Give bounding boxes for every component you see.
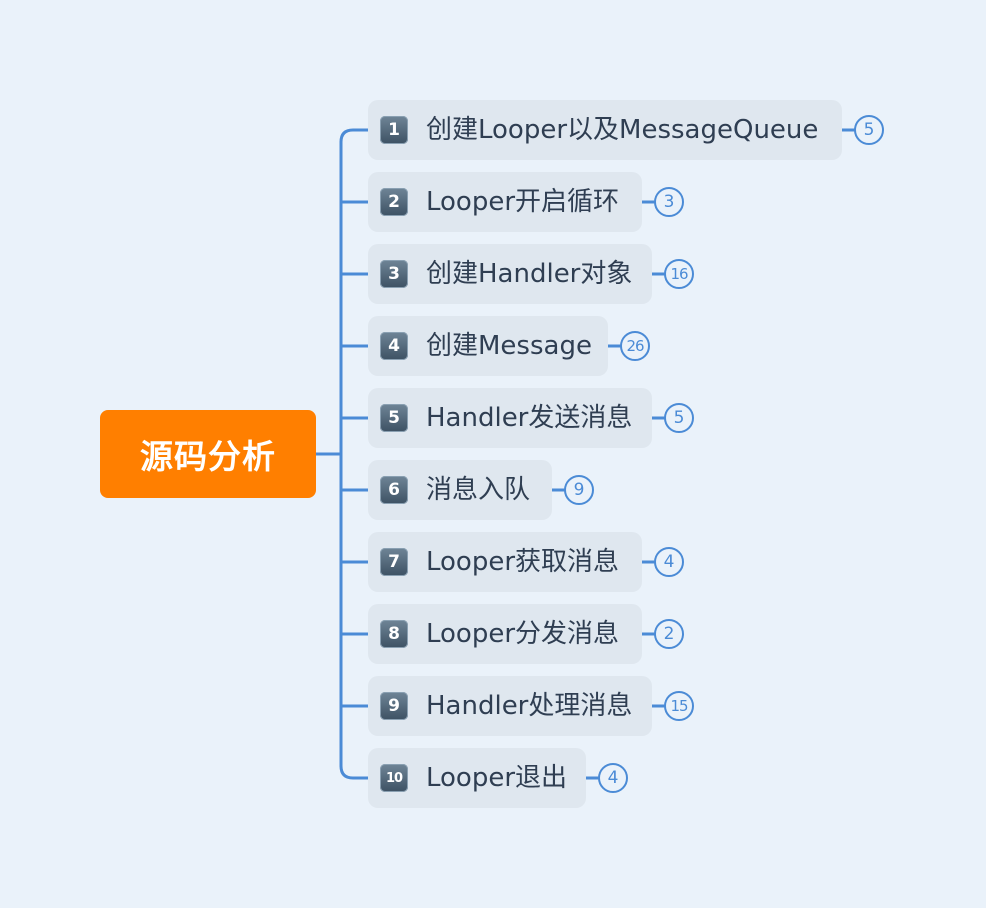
number-10-icon: 10: [380, 764, 408, 792]
child-count-badge[interactable]: 5: [854, 115, 884, 145]
number-6-icon: 6: [380, 476, 408, 504]
branch-node[interactable]: 4 创建Message: [368, 316, 608, 376]
number-7-icon: 7: [380, 548, 408, 576]
branch-label: Handler处理消息: [426, 691, 633, 721]
child-count-badge[interactable]: 4: [654, 547, 684, 577]
branch-node[interactable]: 9 Handler处理消息: [368, 676, 652, 736]
branch-label: 创建Message: [426, 331, 592, 361]
branch-label: Looper获取消息: [426, 547, 620, 577]
branch-label: 创建Looper以及MessageQueue: [426, 115, 819, 145]
child-count-badge[interactable]: 16: [664, 259, 694, 289]
root-node[interactable]: 源码分析: [100, 410, 316, 498]
child-count-badge[interactable]: 9: [564, 475, 594, 505]
root-node-label: 源码分析: [140, 437, 276, 476]
child-count-badge[interactable]: 4: [598, 763, 628, 793]
branch-node[interactable]: 2 Looper开启循环: [368, 172, 642, 232]
branch-label: Looper开启循环: [426, 187, 620, 217]
branch-node[interactable]: 1 创建Looper以及MessageQueue: [368, 100, 842, 160]
child-count-badge[interactable]: 3: [654, 187, 684, 217]
branch-label: 创建Handler对象: [426, 259, 633, 289]
number-8-icon: 8: [380, 620, 408, 648]
branch-connector: [339, 128, 370, 144]
child-count-badge[interactable]: 15: [664, 691, 694, 721]
child-count-badge[interactable]: 5: [664, 403, 694, 433]
branch-label: 消息入队: [426, 475, 531, 505]
branch-node[interactable]: 8 Looper分发消息: [368, 604, 642, 664]
branch-label: Looper分发消息: [426, 619, 620, 649]
number-9-icon: 9: [380, 692, 408, 720]
branch-node[interactable]: 7 Looper获取消息: [368, 532, 642, 592]
branch-label: Handler发送消息: [426, 403, 633, 433]
number-2-icon: 2: [380, 188, 408, 216]
number-4-icon: 4: [380, 332, 408, 360]
child-count-badge[interactable]: 26: [620, 331, 650, 361]
branch-connector: [339, 764, 370, 780]
child-count-badge[interactable]: 2: [654, 619, 684, 649]
branch-label: Looper退出: [426, 763, 568, 793]
branch-node[interactable]: 5 Handler发送消息: [368, 388, 652, 448]
branch-node[interactable]: 10 Looper退出: [368, 748, 586, 808]
branch-node[interactable]: 3 创建Handler对象: [368, 244, 652, 304]
number-5-icon: 5: [380, 404, 408, 432]
number-3-icon: 3: [380, 260, 408, 288]
number-1-icon: 1: [380, 116, 408, 144]
branch-node[interactable]: 6 消息入队: [368, 460, 552, 520]
